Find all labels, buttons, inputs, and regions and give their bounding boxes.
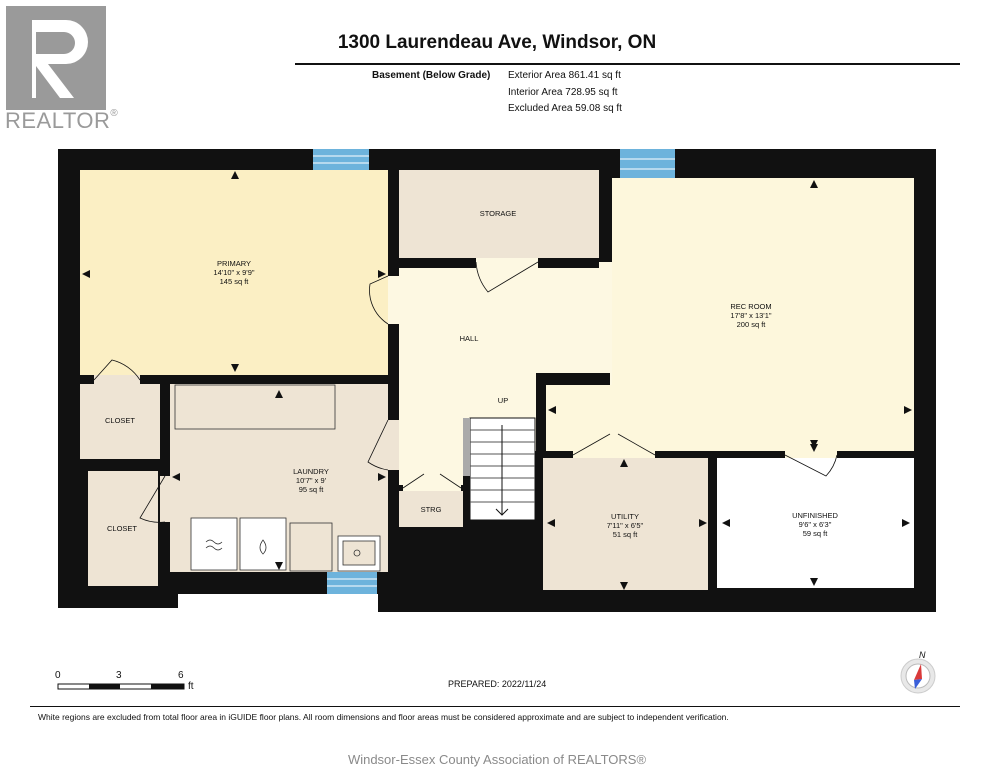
primary-room — [80, 170, 388, 375]
door-swings — [93, 258, 838, 523]
stairs-up-label: UP — [497, 396, 509, 405]
room-strg: STRG — [420, 505, 442, 514]
closet-room-2 — [88, 471, 158, 586]
realtor-wordmark: REALTOR® — [5, 108, 119, 133]
compass-icon — [900, 658, 936, 694]
room-storage: STORAGE — [479, 209, 517, 218]
disclaimer-note: White regions are excluded from total fl… — [38, 712, 729, 722]
rec-room — [612, 178, 914, 451]
scale-bar — [57, 683, 185, 690]
scale-tick-3: 3 — [116, 670, 122, 681]
interior-area: Interior Area 728.95 sq ft — [508, 87, 618, 98]
note-divider — [30, 706, 960, 707]
prepared-date: PREPARED: 2022/11/24 — [448, 679, 547, 689]
storage-room — [399, 170, 599, 258]
utility-room — [543, 458, 708, 590]
room-hall: HALL — [459, 334, 479, 343]
window-laundry — [327, 572, 377, 594]
rec-alcove — [546, 385, 612, 451]
compass-north-label: N — [919, 650, 926, 660]
page-title: 1300 Laurendeau Ave, Windsor, ON — [337, 32, 657, 53]
scale-unit: ft — [188, 681, 194, 692]
exterior-area: Exterior Area 861.41 sq ft — [508, 70, 621, 81]
closet-room-1 — [80, 384, 160, 459]
window-primary — [313, 149, 369, 170]
window-rec — [620, 149, 675, 178]
realtor-r-logo — [6, 6, 106, 110]
excluded-area: Excluded Area 59.08 sq ft — [508, 103, 622, 114]
realtor-logo — [6, 6, 106, 110]
footer-credit: Windsor-Essex County Association of REAL… — [347, 752, 647, 767]
unfinished-room — [717, 458, 914, 588]
level-label: Basement (Below Grade) — [372, 70, 491, 81]
laundry-fixtures — [174, 384, 381, 572]
scale-tick-0: 0 — [55, 670, 61, 681]
room-closet-1: CLOSET — [104, 416, 136, 425]
title-divider — [295, 63, 960, 65]
room-closet-2: CLOSET — [106, 524, 138, 533]
stairs — [463, 417, 536, 521]
dimension-arrows — [82, 171, 912, 590]
scale-tick-6: 6 — [178, 670, 184, 681]
strg-room — [399, 491, 463, 527]
